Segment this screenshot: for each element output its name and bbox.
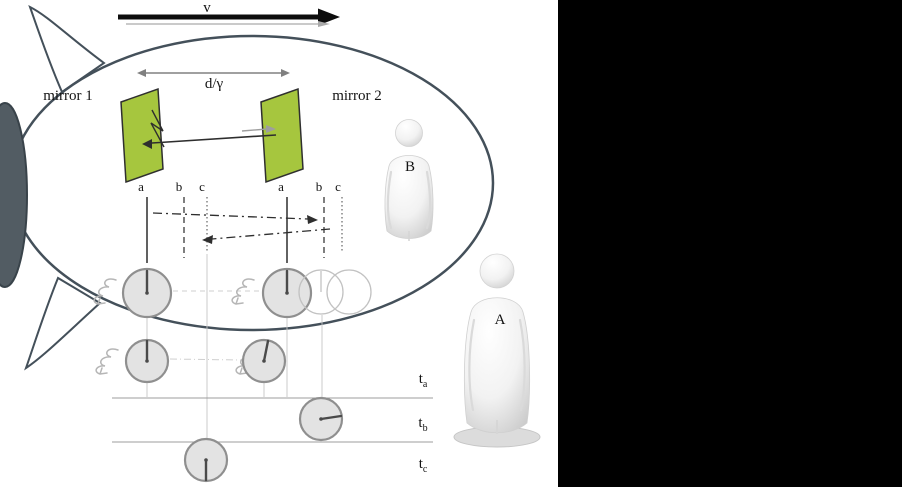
time-sub: b [422,423,428,434]
time-sub: a [422,379,428,390]
time-label-ta: ta [418,371,428,390]
light-clock [241,338,287,384]
photon-zigzag [150,109,165,148]
mirror2-label: mirror 2 [332,88,382,104]
tick-label-left-c: c [199,179,205,194]
right-black-panel [558,0,902,487]
time-label-tc: tc [418,456,428,475]
tick-label-right-c: c [335,179,341,194]
position-lines-right [286,197,343,263]
position-lines-left [146,197,208,263]
time-label-tb: tb [418,415,428,434]
observer-a-figure [453,253,541,448]
tick-label-right-b: b [315,179,323,194]
tick-label-left-a: a [138,179,144,194]
velocity-label: v [203,0,211,16]
light-clock [298,396,344,442]
mirror-1 [120,87,164,184]
observer-a-label: A [494,312,506,328]
motion-squiggle-icon [95,348,119,375]
tick-label-right-a: a [278,179,284,194]
light-pulse [142,109,277,149]
time-sub: c [422,464,428,475]
observer-b-label: B [404,159,416,175]
distance-label: d/γ [204,76,224,92]
ghost-clock [298,269,344,315]
time-base: t [418,415,423,431]
light-travel-arrow-right [152,212,318,224]
mirror1-label: mirror 1 [43,88,93,104]
time-base: t [418,456,423,472]
spaceship-fin-bottom [24,276,102,371]
time-base: t [418,371,423,387]
distance-arrow [137,69,290,77]
light-clock [121,267,173,319]
mirror-2 [260,87,304,184]
ghost-clock [326,269,372,315]
light-clock [183,437,229,483]
spaceship-fin-top [28,4,106,94]
observer-b-figure [384,119,434,241]
light-travel-arrow-left [202,228,331,244]
light-clock [261,267,313,319]
light-clock [124,338,170,384]
spaceship-engine [0,102,28,288]
tick-label-left-b: b [175,179,183,194]
velocity-arrow [118,8,340,27]
light-clock-diagram [0,4,541,483]
time-lines [112,397,433,443]
